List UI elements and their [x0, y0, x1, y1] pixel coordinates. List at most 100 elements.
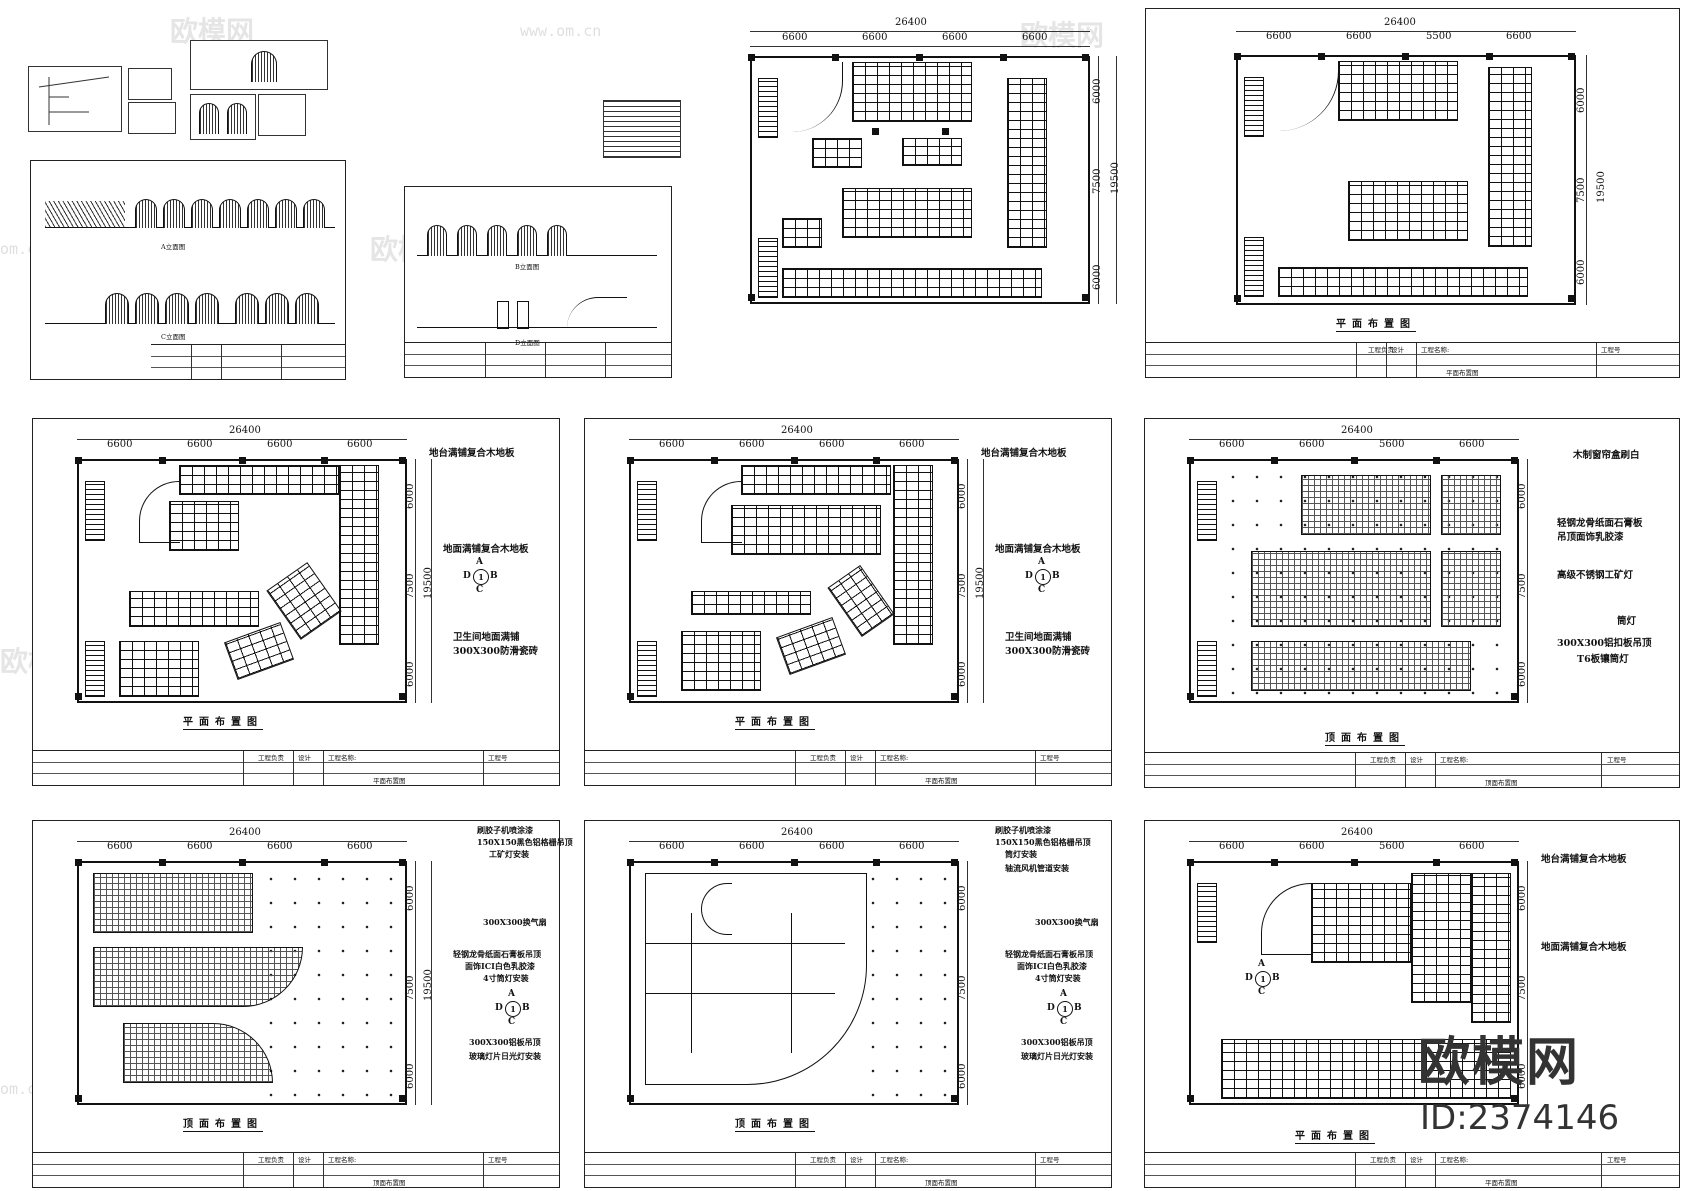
- note-glass: 玻璃灯片日光灯安装: [1021, 1051, 1093, 1061]
- dim-bay: 6600: [659, 439, 685, 450]
- thumbnail-detail: [128, 68, 172, 100]
- tb-number: 工程号: [488, 754, 508, 762]
- compass-symbol: A D 1 B C: [1025, 557, 1060, 595]
- note-stage-floor: 地台满铺复合木地板: [1541, 854, 1627, 865]
- dim-bay-alt: 5600: [1379, 439, 1405, 450]
- tb-design: 设计: [298, 1156, 311, 1164]
- note-wc-floor: 卫生间地面满铺: [1005, 632, 1072, 643]
- dim-bay: 6600: [1299, 439, 1325, 450]
- tb-drawing: 顶面布置图: [373, 1179, 406, 1187]
- compass-symbol: A D 1 B C: [1047, 989, 1082, 1027]
- dim-v-total: 19500: [1110, 162, 1121, 194]
- note-ceiling-a1: 刷胶子机喷涂漆: [995, 825, 1051, 835]
- tb-company: 工程负责: [810, 754, 836, 762]
- compass-symbol: A D 1 B C: [495, 989, 530, 1027]
- sheet-plan-2: 26400 6600 6600 5500 6600 6000 7500 6000…: [1145, 8, 1680, 378]
- sheet-plan-5: 26400 6600 6600 5600 6600 6000 7500 6000…: [1144, 820, 1680, 1188]
- model-id: ID:2374146: [1420, 1098, 1620, 1138]
- dim-v-total: 19500: [423, 567, 434, 599]
- tb-company: 工程负责: [1370, 1156, 1396, 1164]
- tb-design: 设计: [850, 1156, 863, 1164]
- dim-total: 26400: [1341, 827, 1373, 838]
- dim-v-bot: 6000: [405, 661, 416, 687]
- dim-v-mid: 7500: [1517, 573, 1528, 599]
- note-wc-floor: 卫生间地面满铺: [453, 632, 520, 643]
- note-downlight: 筒灯: [1617, 616, 1637, 627]
- dim-v-mid: 7500: [957, 573, 968, 599]
- plan-caption: 平面布置图: [1295, 1127, 1375, 1144]
- dim-v-top: 6000: [405, 885, 416, 911]
- sheet-plan-3: 26400 6600 6600 6600 6600 6000 7500 6000…: [32, 418, 560, 786]
- note-ceiling-b2: 面饰ICI白色乳胶漆: [1017, 961, 1087, 971]
- dim-bay-alt: 5500: [1426, 31, 1452, 42]
- tb-project: 工程名称:: [1440, 756, 1469, 764]
- note-exhaust: 300X300换气扇: [483, 917, 547, 927]
- dim-bay: 6600: [1219, 841, 1245, 852]
- note-ceiling-b2: 面饰ICI白色乳胶漆: [465, 961, 535, 971]
- thumbnail-detail: [28, 66, 122, 132]
- dim-total: 26400: [229, 425, 261, 436]
- sheet-plan-4: 26400 6600 6600 6600 6600 6000 7500 6000…: [584, 418, 1112, 786]
- note-gypsum-paint: 吊顶面饰乳胶漆: [1557, 532, 1624, 543]
- dim-bay: 6600: [187, 841, 213, 852]
- tb-drawing: 平面布置图: [373, 777, 406, 785]
- elevation-caption: B立面图: [515, 263, 540, 271]
- dim-total: 26400: [1341, 425, 1373, 436]
- note-stage-floor: 地台满铺复合木地板: [981, 448, 1067, 459]
- dim-bay: 6600: [267, 439, 293, 450]
- dim-bay: 6600: [782, 32, 808, 43]
- note-ceiling-b3: 4寸筒灯安装: [1035, 973, 1081, 983]
- dim-bay: 6600: [899, 841, 925, 852]
- note-alu2: 300X300铝板吊顶: [1021, 1037, 1093, 1047]
- tb-number: 工程号: [488, 1156, 508, 1164]
- dim-bay: 6600: [739, 439, 765, 450]
- dim-v-bot: 6000: [957, 1063, 968, 1089]
- tb-project: 工程名称:: [328, 754, 357, 762]
- dim-v-bot: 6000: [405, 1063, 416, 1089]
- thumbnail-detail: [190, 40, 328, 90]
- note-wc-tile: 300X300防滑瓷砖: [453, 646, 539, 657]
- dim-v-bot: 6000: [1092, 264, 1103, 290]
- dim-v-total: 19500: [423, 969, 434, 1001]
- tb-number: 工程号: [1607, 1156, 1627, 1164]
- tb-company: 工程负责: [1368, 346, 1394, 354]
- elevation-caption: A立面图: [161, 243, 186, 251]
- tb-design: 设计: [1410, 1156, 1423, 1164]
- note-floor: 地面满铺复合木地板: [1541, 942, 1627, 953]
- note-stage-floor: 地台满铺复合木地板: [429, 448, 515, 459]
- note-lamp: 高级不锈钢工矿灯: [1557, 570, 1634, 581]
- dim-total: 26400: [781, 425, 813, 436]
- ceiling-caption: 顶面布置图: [1325, 729, 1405, 746]
- note-ceiling-b1: 轻钢龙骨纸面石膏板吊顶: [1005, 949, 1093, 959]
- dim-v-top: 6000: [1517, 483, 1528, 509]
- thumbnail-detail: [258, 94, 306, 136]
- dim-v-bot: 6000: [957, 661, 968, 687]
- thumbnail-detail: [128, 102, 176, 134]
- tb-number: 工程号: [1601, 346, 1621, 354]
- note-floor: 地面满铺复合木地板: [995, 544, 1081, 555]
- note-alu2: 300X300铝板吊顶: [469, 1037, 541, 1047]
- dim-v-top: 6000: [1517, 885, 1528, 911]
- watermark-url: www.om.cn: [520, 22, 602, 40]
- dim-bay: 6600: [1459, 439, 1485, 450]
- dim-v-top: 6000: [1092, 78, 1103, 104]
- compass-symbol: A D 1 B C: [463, 557, 498, 595]
- dim-v-mid: 7500: [1517, 975, 1528, 1001]
- note-curtain: 木制窗帘盒刷白: [1573, 450, 1640, 461]
- dim-v-mid: 7500: [957, 975, 968, 1001]
- dim-bay: 6600: [739, 841, 765, 852]
- dim-bay: 6600: [1266, 31, 1292, 42]
- dim-bay: 6600: [899, 439, 925, 450]
- tb-project: 工程名称:: [880, 1156, 909, 1164]
- dim-bay: 6600: [819, 841, 845, 852]
- dim-bay: 6600: [347, 439, 373, 450]
- sheet-ceiling-2: 26400 6600 6600 6600 6600 6000 7500 6000…: [32, 820, 573, 1188]
- thumbnail-detail: [190, 94, 256, 140]
- tb-design: 设计: [1391, 346, 1404, 354]
- sheet-plan-1: 26400 6600 6600 6600 6600 6000 7500 6000…: [730, 14, 1130, 314]
- dim-bay: 6600: [862, 32, 888, 43]
- tb-drawing: 平面布置图: [1485, 1179, 1518, 1187]
- tb-design: 设计: [850, 754, 863, 762]
- tb-project: 工程名称:: [328, 1156, 357, 1164]
- dim-v-mid: 7500: [405, 573, 416, 599]
